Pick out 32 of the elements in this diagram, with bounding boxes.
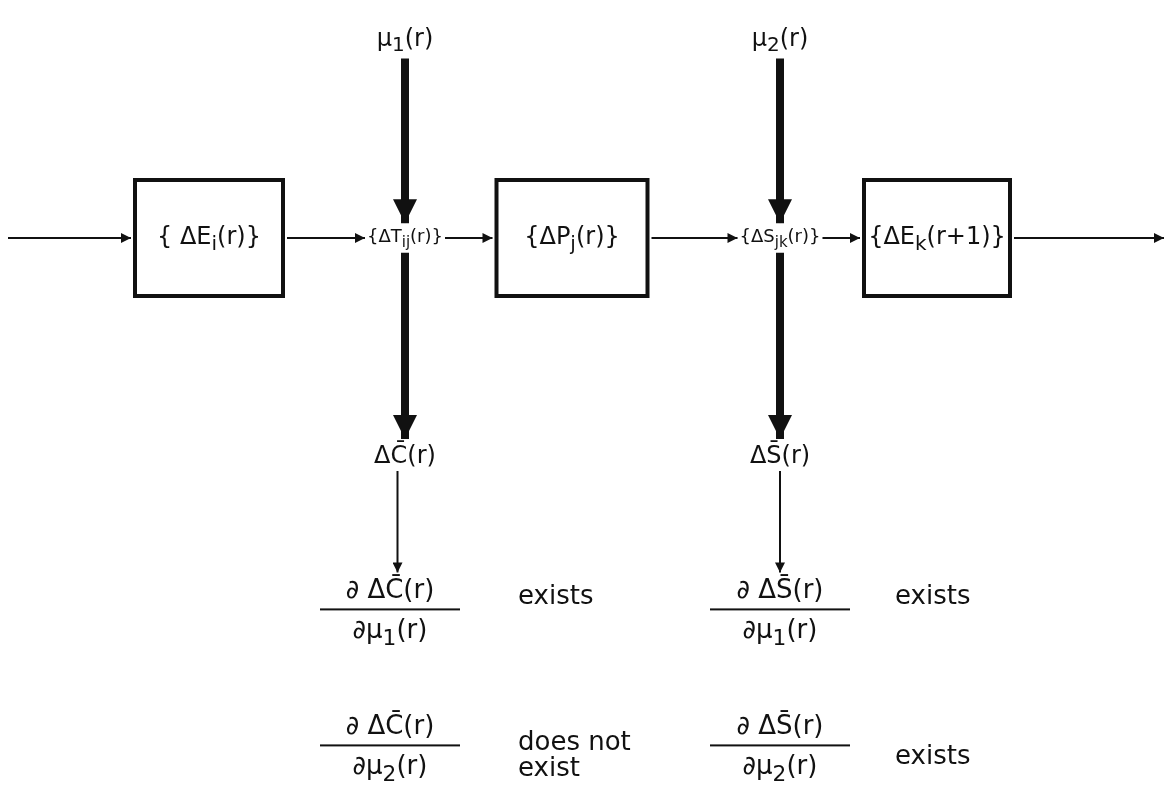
numerator: ∂ ΔC̄(r) [345, 574, 435, 605]
process-box [133, 178, 285, 298]
arrow [286, 233, 366, 243]
box-label: { ΔE$_{i}$(r)} [157, 221, 261, 255]
denominator: ∂μ$_{1}$(r) [742, 614, 818, 650]
math-label: μ$_{2}$(r) [751, 23, 809, 57]
note-text: does not exist [518, 728, 632, 780]
arrow [7, 233, 132, 243]
process-box [862, 178, 1012, 298]
numerator: ∂ ΔC̄(r) [345, 710, 435, 741]
note-text: exists [895, 582, 971, 608]
box-label: {ΔP$_{j}$(r)} [524, 221, 620, 255]
process-box [494, 178, 650, 298]
arrow [775, 470, 785, 574]
arrow [1013, 233, 1165, 243]
numerator: ∂ ΔS̄(r) [736, 710, 824, 741]
note-text: exists [518, 582, 594, 608]
numerator: ∂ ΔS̄(r) [736, 574, 824, 605]
box-label: {ΔE$_{k}$(r+1)} [868, 221, 1006, 255]
denominator: ∂μ$_{2}$(r) [742, 750, 818, 786]
arrow [650, 233, 739, 243]
math-label: ΔS̄(r) [749, 441, 811, 469]
note-text: exists [895, 742, 972, 768]
math-label: ΔC̄(r) [374, 441, 436, 469]
arrow [392, 470, 403, 574]
arrow [821, 233, 861, 243]
denominator: ∂μ$_{1}$(r) [352, 614, 428, 650]
denominator: ∂μ$_{2}$(r) [352, 750, 428, 786]
arrow [444, 233, 494, 243]
math-label: {ΔT$_{ij}$(r)} [367, 225, 443, 251]
math-label: μ$_{1}$(r) [376, 23, 434, 57]
math-label: {ΔS$_{jk}$(r)} [739, 225, 821, 251]
